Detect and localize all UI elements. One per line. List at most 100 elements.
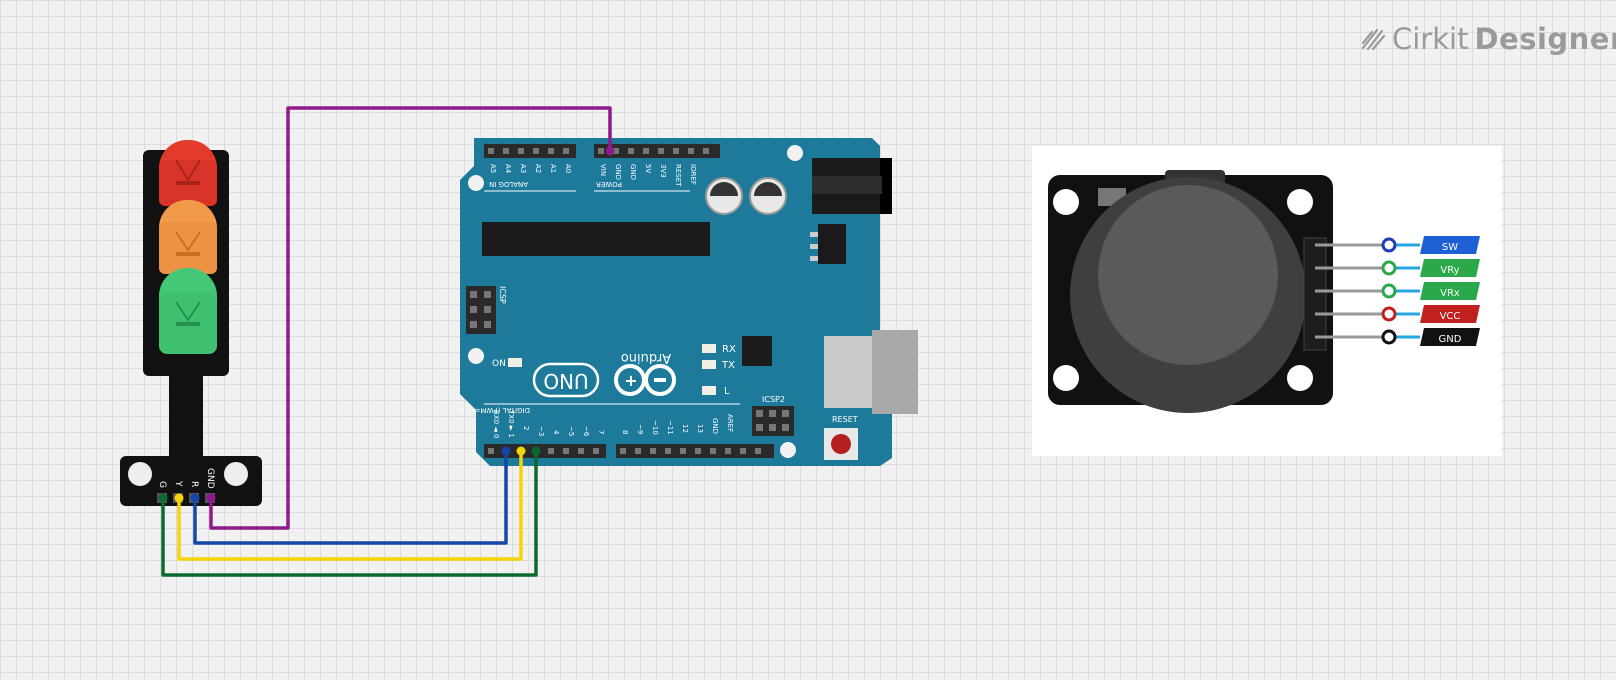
pin-sw[interactable]: [1381, 237, 1397, 253]
icsp-label: ICSP: [498, 286, 507, 304]
wire-green[interactable]: [161, 451, 538, 577]
pin-label: ~11: [666, 420, 674, 435]
tl-pin-label: G: [157, 481, 167, 488]
l-led: [702, 386, 716, 395]
pin-label: 12: [681, 424, 689, 433]
joystick-header: [1303, 237, 1327, 351]
tl-pin-label: Y: [173, 480, 183, 487]
app-logo: Cirkit Designer: [1360, 22, 1616, 56]
microcontroller-chip: [482, 222, 710, 256]
on-led: [508, 358, 522, 367]
yellow-led: [159, 200, 217, 274]
pin-label: 5V: [644, 164, 652, 173]
red-led: [159, 140, 217, 206]
pin-tag-label: SW: [1442, 242, 1458, 253]
analog-in-label: ANALOG IN: [489, 180, 528, 188]
tx-led: [702, 360, 716, 369]
pin-label: ~6: [582, 426, 590, 437]
icsp-header: [466, 286, 496, 334]
rx-led: [702, 344, 716, 353]
wire-endpoints: [158, 146, 615, 503]
arduino-label: Arduino: [621, 350, 671, 365]
power-label: POWER: [596, 180, 622, 188]
pin-label: 2: [522, 426, 530, 430]
pin-label: ~5: [567, 426, 575, 436]
reset-label: RESET: [832, 415, 858, 424]
power-header: [594, 144, 720, 158]
tl-pin-label: R: [189, 481, 199, 487]
pin-label: A5: [489, 164, 497, 173]
mount-hole: [1053, 189, 1079, 215]
cirkit-logo-icon: [1361, 28, 1386, 51]
pin-label: A2: [534, 164, 542, 173]
voltage-regulator: [810, 224, 846, 264]
l-label: L: [724, 386, 730, 397]
pin-label: AREF: [726, 414, 734, 432]
mount-hole: [1287, 365, 1313, 391]
arduino-uno-board[interactable]: A5 A4 A3 A2 A1 A0 VIN GND GND 5V 3V3 RES…: [460, 138, 918, 466]
tx-label: TX: [721, 360, 735, 371]
mount-hole: [1053, 365, 1079, 391]
brand-prefix: Cirkit: [1392, 22, 1469, 56]
green-led: [159, 268, 217, 354]
wires: [161, 106, 612, 577]
mount-hole: [1287, 189, 1313, 215]
pin-tag-label: VCC: [1440, 311, 1461, 322]
pin-label: 13: [696, 424, 704, 433]
pin-tags: SW VRy VRx VCC GND: [1420, 236, 1480, 346]
usb-chip: [742, 336, 772, 366]
pin-label: 7: [597, 430, 605, 434]
uno-label: UNO: [543, 369, 588, 393]
pin-label: GND: [629, 164, 637, 180]
mount-hole-left: [128, 462, 152, 486]
pin-vcc[interactable]: [1381, 306, 1397, 322]
pin-label: 8: [621, 430, 629, 434]
digital-label: DIGITAL (PWM= ~ ): [461, 406, 530, 414]
dc-power-jack: [812, 158, 892, 214]
pin-label: ~10: [651, 420, 659, 435]
pin-label: TX0 ► 1: [507, 409, 515, 438]
usb-connector: [824, 330, 918, 414]
pin-label: ~9: [636, 424, 644, 434]
mount-hole: [468, 175, 484, 191]
mount-hole: [780, 442, 796, 458]
icsp2-label: ICSP2: [762, 395, 785, 404]
traffic-light-module[interactable]: G Y R GND: [120, 140, 262, 506]
pin-label: VIN: [599, 164, 607, 176]
joystick-knob[interactable]: [1098, 185, 1278, 365]
brand-suffix: Designer: [1474, 22, 1616, 56]
wire-gnd[interactable]: [209, 106, 612, 530]
analog-header-top: [484, 144, 576, 158]
mount-hole: [468, 348, 484, 364]
pin-label: A0: [564, 164, 572, 173]
pin-label: A3: [519, 164, 527, 173]
pin-label: 3V3: [659, 164, 667, 178]
capacitors: [705, 177, 787, 215]
arduino-logo: UNO + Arduino: [532, 350, 676, 398]
traffic-light-stem: [169, 370, 203, 460]
rx-label: RX: [722, 344, 736, 355]
pin-label: 4: [552, 430, 560, 435]
pin-gnd[interactable]: [1381, 329, 1397, 345]
pin-label: A4: [504, 164, 512, 174]
mount-hole: [787, 145, 803, 161]
reset-button-cap[interactable]: [831, 434, 851, 454]
pin-vry[interactable]: [1381, 260, 1397, 276]
wire-yellow[interactable]: [177, 451, 523, 561]
pin-label: GND: [614, 164, 622, 180]
icsp2-header: [752, 406, 794, 436]
pin-label: RESET: [674, 164, 682, 187]
pin-label: GND: [711, 418, 719, 434]
pin-vrx[interactable]: [1381, 283, 1397, 299]
board-pcb: [460, 138, 892, 466]
wire-red[interactable]: [193, 451, 508, 545]
svg-text:+: +: [624, 371, 637, 390]
pin-label: A1: [549, 164, 557, 173]
pin-tag-label: VRx: [1440, 288, 1460, 299]
pin-tag-label: GND: [1439, 334, 1462, 345]
mount-hole-right: [224, 462, 248, 486]
joystick-module[interactable]: SW VRy VRx VCC GND: [1032, 146, 1502, 456]
digital-header-low: [484, 444, 606, 458]
pin-label: ~3: [537, 426, 545, 436]
